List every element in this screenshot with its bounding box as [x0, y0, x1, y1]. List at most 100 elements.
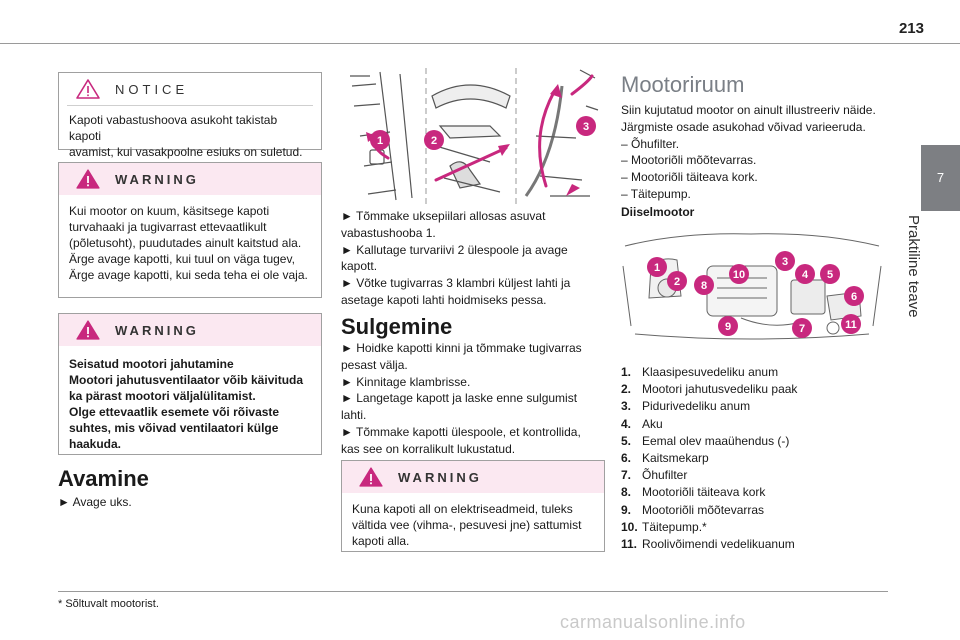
- warning-triangle-icon: [359, 467, 383, 487]
- warning-line: (põletusoht), puudutades ainult kaitstud…: [69, 236, 302, 250]
- notice-line: avamist, kui vasakpoolne esiuks on sulet…: [69, 145, 303, 159]
- warning-line: turvahaaki ja tugivarrast ettevaatlikult: [69, 220, 267, 234]
- warning-header: WARNING: [59, 163, 321, 195]
- notice-rule: [67, 105, 313, 106]
- warning-text: Kui mootor on kuum, käsitsege kapoti tur…: [59, 195, 321, 283]
- top-divider: [0, 43, 960, 44]
- warning-line: Kui mootor on kuum, käsitsege kapoti: [69, 204, 270, 218]
- variable-item: – Täitepump.: [621, 186, 691, 201]
- opening-title: Avamine: [58, 466, 149, 491]
- warning-triangle-icon: [76, 169, 100, 189]
- callout-number: 1: [377, 135, 383, 147]
- legend-item: 11.Roolivõimendi vedelikuanum: [621, 537, 795, 552]
- warning-text: Kuna kapoti all on elektriseadmeid, tule…: [342, 493, 604, 549]
- warning-box: WARNING Kuna kapoti all on elektriseadme…: [341, 460, 605, 552]
- engine-bay-title: Mootoriruum: [621, 72, 745, 97]
- callout-number: 2: [674, 276, 680, 288]
- diesel-subtitle: Diiselmootor: [621, 205, 695, 219]
- legend-item: 1.Klaasipesuvedeliku anum: [621, 365, 779, 379]
- legend-item: 6.Kaitsmekarp: [621, 451, 709, 466]
- warning-label: WARNING: [115, 322, 199, 338]
- callout-number: 10: [733, 269, 745, 281]
- engine-intro-line: Siin kujutatud mootor on ainult illustre…: [621, 103, 876, 117]
- callout-badge: [718, 316, 738, 336]
- notice-text: Kapoti vabastushoova asukoht takistab ka…: [59, 106, 321, 160]
- opening-step-text: Kallutage turvariivi 2 ülespoole ja avag…: [341, 242, 606, 259]
- opening-step-text: Tõmmake uksepiilari allosas asuvat: [341, 208, 606, 225]
- engine-intro-line: Järgmiste osade asukohad võivad varieeru…: [621, 119, 866, 134]
- closing-step-text: Hoidke kapotti kinni ja tõmmake tugivarr…: [341, 340, 606, 357]
- legend-item: 7.Õhufilter: [621, 468, 688, 483]
- warning-triangle-icon: [76, 320, 100, 340]
- closing-step-text: lahti.: [341, 408, 367, 423]
- callout-badge: [775, 251, 795, 271]
- opening-step: Avage uks.: [58, 494, 132, 511]
- warning-text: Seisatud mootori jahutamine Mootori jahu…: [59, 346, 321, 452]
- notice-label: NOTICE: [115, 81, 189, 97]
- callout-badge: [667, 271, 687, 291]
- closing-step-text: Tõmmake kapotti ülespoole, et kontrollid…: [341, 424, 606, 441]
- opening-step-text: asetage kapoti lahti hoidmiseks pessa.: [341, 292, 547, 307]
- opening-steps: Tõmmake uksepiilari allosas asuvat vabas…: [341, 208, 606, 309]
- callout-badge: [647, 257, 667, 277]
- warning-line: Mootori jahutusventilaator võib käivitud…: [69, 373, 304, 387]
- legend-item: 5.Eemal olev maaühendus (-): [621, 433, 790, 448]
- warning-label: WARNING: [115, 171, 199, 187]
- warning-line: ka pärast mootori väljalülitamist.: [69, 389, 256, 403]
- callout-number: 3: [583, 121, 589, 133]
- callout-number: 4: [802, 269, 809, 281]
- variable-item: – Õhufilter.: [621, 136, 680, 151]
- callout-number: 8: [701, 280, 707, 292]
- callout-number: 6: [851, 291, 857, 303]
- warning-line: Olge ettevaatlik esemete või rõivaste: [69, 405, 280, 419]
- notice-box: NOTICE Kapoti vabastushoova asukoht taki…: [58, 72, 322, 159]
- notice-line: Kapoti vabastushoova asukoht takistab ka…: [69, 113, 278, 143]
- closing-step-text: Langetage kapott ja laske enne sulgumist: [341, 390, 606, 407]
- warning-line: Seisatud mootori jahutamine: [69, 357, 234, 371]
- warning-header: WARNING: [59, 314, 321, 346]
- warning-line: Ärge avage kapotti, kui seda teha ei ole…: [69, 268, 308, 282]
- page-number: 213: [898, 20, 924, 37]
- callout-badge: [694, 275, 714, 295]
- callout-number: 11: [845, 319, 857, 331]
- warning-line: kapoti alla.: [352, 534, 410, 548]
- opening-step-text: Võtke tugivarras 3 klambri küljest lahti…: [341, 275, 606, 292]
- warning-line: Ärge avage kapotti, kui tuul on väga tug…: [69, 252, 295, 266]
- legend-item: 4.Aku: [621, 416, 663, 431]
- legend-item: 8.Mootoriõli täiteava kork: [621, 485, 766, 500]
- callout-number: 5: [827, 269, 833, 281]
- warning-line: Kuna kapoti all on elektriseadmeid, tule…: [352, 502, 573, 516]
- callout-badge: [792, 318, 812, 338]
- callout-badge: [841, 314, 861, 334]
- hood-opening-illustration: 1 2 3: [340, 66, 602, 206]
- legend-item: 10.Täitepump.*: [621, 519, 707, 534]
- closing-step-text: Kinnitage klambrisse.: [341, 374, 606, 391]
- footnote: * Sõltuvalt mootorist.: [58, 598, 159, 610]
- legend-item: 3.Pidurivedeliku anum: [621, 399, 751, 414]
- callout-number: 1: [654, 262, 660, 274]
- opening-step-text: kapott.: [341, 259, 378, 274]
- footer-divider: [58, 591, 888, 592]
- closing-title: Sulgemine: [341, 314, 453, 339]
- warning-line: vältida vee (vihma-, pesuvesi jne) sattu…: [352, 518, 582, 532]
- callout-number: 2: [431, 135, 437, 147]
- callout-badge: [370, 130, 390, 150]
- callout-badge: [424, 130, 444, 150]
- warning-line: haakuda.: [69, 437, 122, 451]
- warning-label: WARNING: [398, 469, 482, 485]
- legend-item: 9.Mootoriõli mõõtevarras: [621, 502, 765, 517]
- engine-intro: Siin kujutatud mootor on ainult illustre…: [621, 102, 876, 203]
- closing-step-text: pesast välja.: [341, 357, 408, 372]
- chapter-tab[interactable]: 7: [921, 145, 960, 211]
- legend-item: 2.Mootori jahutusvedeliku paak: [621, 382, 798, 397]
- callout-badge: [729, 264, 749, 284]
- callout-number: 7: [799, 323, 805, 335]
- watermark[interactable]: carmanualsonline.info: [560, 612, 746, 632]
- chapter-title-text: Praktiline teave: [905, 215, 922, 318]
- opening-step-text: vabastushooba 1.: [341, 225, 436, 240]
- warning-triangle-icon: [76, 79, 100, 99]
- callout-badge: [795, 264, 815, 284]
- closing-step-text: kas see on korralikult lukustatud.: [341, 441, 516, 456]
- engine-legend: 1.Klaasipesuvedeliku anum 2.Mootori jahu…: [621, 364, 797, 553]
- variable-item: – Mootoriõli mõõtevarras.: [621, 153, 757, 168]
